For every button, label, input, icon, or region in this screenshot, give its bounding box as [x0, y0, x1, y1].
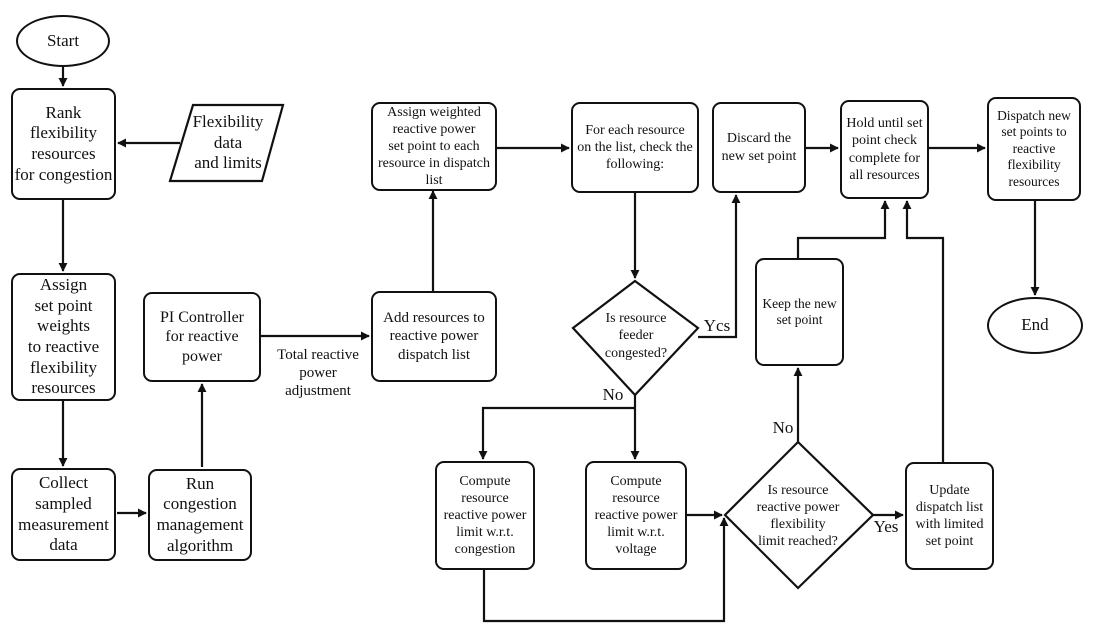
- total-adjustment-label: Total reactive power adjustment: [277, 347, 359, 399]
- arrow-update-hold: [902, 200, 945, 462]
- arrow-feeder-no-cong: [478, 406, 635, 460]
- flex-data-shape: [168, 103, 285, 183]
- dispatch-set-points-box: Dispatch new set points to reactive flex…: [987, 97, 1081, 201]
- collect-data-box: Collect sampled measurement data: [11, 468, 116, 561]
- no-feeder-label: No: [602, 385, 624, 404]
- assign-weights-box: Assign set point weights to reactive fle…: [11, 273, 116, 401]
- feeder-congested-decision: Is resource feeder congested?: [604, 311, 668, 361]
- yes-limit-label: Yes: [873, 517, 899, 536]
- rank-resources-box: Rank flexibility resources for congestio…: [11, 88, 116, 200]
- compute-congestion-box: Compute resource reactive power limit w.…: [435, 461, 535, 570]
- limit-reached-decision: Is resource reactive power flexibility l…: [756, 482, 840, 550]
- run-algorithm-box: Run congestion management algorithm: [148, 469, 252, 561]
- start-terminal: Start: [16, 15, 110, 67]
- end-terminal: End: [987, 297, 1083, 354]
- discard-set-point-box: Discard the new set point: [712, 102, 806, 193]
- decision-limit-shape: [723, 440, 875, 590]
- flex-data-label: Flexibility data and limits: [192, 111, 264, 173]
- hold-until-box: Hold until set point check complete for …: [840, 100, 929, 199]
- no-limit-label: No: [772, 418, 794, 437]
- assign-weighted-box: Assign weighted reactive power set point…: [371, 102, 497, 191]
- pi-controller-box: PI Controller for reactive power: [143, 292, 261, 382]
- for-each-resource-box: For each resource on the list, check the…: [571, 102, 699, 193]
- update-dispatch-box: Update dispatch list with limited set po…: [905, 462, 994, 570]
- arrow-feeder-yes-discard: [698, 194, 741, 339]
- yes-feeder-label: Ycs: [703, 316, 731, 335]
- arrow-keep-hold: [796, 200, 890, 258]
- compute-voltage-box: Compute resource reactive power limit w.…: [585, 461, 687, 570]
- add-resources-box: Add resources to reactive power dispatch…: [371, 291, 497, 382]
- keep-set-point-box: Keep the new set point: [755, 258, 844, 366]
- arrow-cong-limit: [482, 517, 729, 623]
